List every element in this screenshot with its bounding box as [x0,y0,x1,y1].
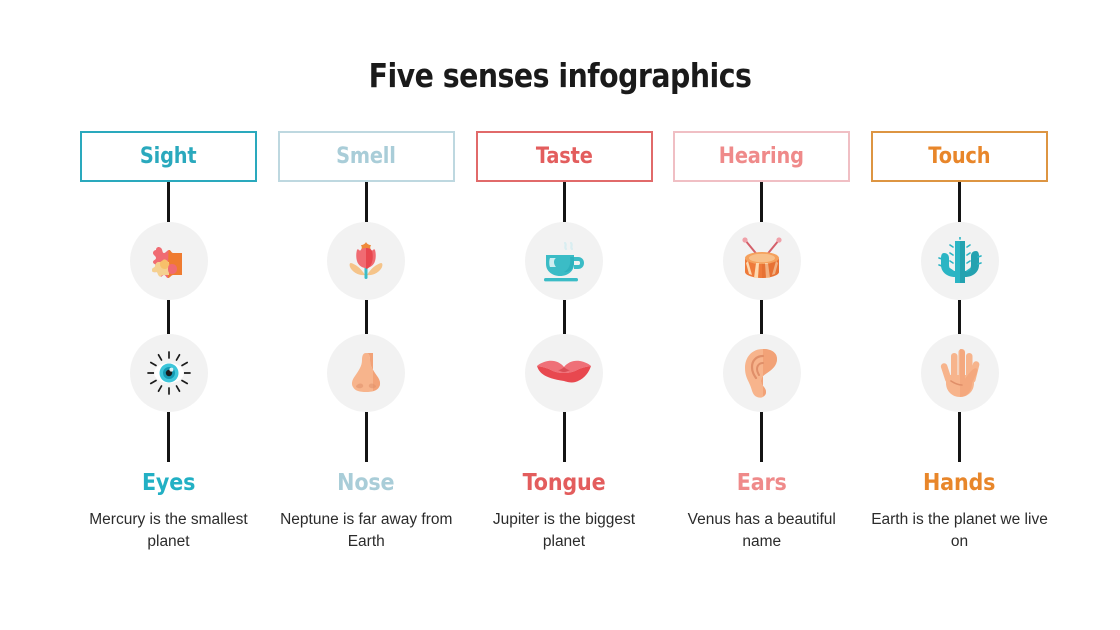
sense-label-eyes: Eyes [141,470,196,496]
header-box-touch[interactable]: Touch [871,131,1048,182]
header-box-smell[interactable]: Smell [277,131,455,182]
header-box-taste[interactable]: Taste [475,131,653,182]
connector-line [760,182,764,222]
cactus-icon [937,237,983,285]
connector-line [760,300,764,334]
eye-icon [143,347,195,399]
header-label-taste: Taste [535,144,593,169]
icon-circle-bottom-touch[interactable] [920,334,999,412]
sense-column-sight: Sight [80,131,257,553]
sense-description-tongue: Jupiter is the biggest planet [492,511,636,550]
ear-icon [741,347,783,399]
icon-circle-bottom-taste[interactable] [525,334,603,412]
connector-line [562,182,566,222]
connector-line [562,412,566,462]
icon-circle-bottom-sight[interactable] [129,334,208,412]
sense-label-ears: Ears [736,470,787,496]
sense-label-nose: Nose [337,470,395,496]
connector-line [167,412,170,462]
header-label-touch: Touch [928,144,991,169]
icon-circle-top-smell[interactable] [327,222,406,300]
connector-line [364,182,368,222]
palette-icon [146,238,192,284]
header-label-smell: Smell [336,144,397,169]
nose-icon [344,349,388,397]
header-label-sight: Sight [140,144,197,169]
icon-circle-top-hearing[interactable] [722,222,801,300]
sense-column-hearing: Hearing [673,131,851,553]
connector-line [958,182,961,222]
connector-line [562,300,566,334]
header-label-hearing: Hearing [719,144,805,169]
icon-circle-top-sight[interactable] [129,222,208,300]
coffee-cup-icon [539,238,589,284]
sense-description-ears: Venus has a beautiful name [687,511,836,550]
connector-line [958,300,961,334]
icon-circle-top-touch[interactable] [920,222,999,300]
sense-description-nose: Neptune is far away from Earth [280,511,453,550]
connector-line [364,412,368,462]
hand-icon [937,347,983,399]
lips-icon [537,358,591,388]
connector-line [958,412,961,462]
header-box-hearing[interactable]: Hearing [673,131,851,182]
sense-column-taste: Taste [475,131,653,553]
connector-line [364,300,368,334]
icon-circle-top-taste[interactable] [525,222,603,300]
sense-description-eyes: Mercury is the smallest planet [89,511,248,550]
connector-line [167,182,170,222]
drum-icon [737,237,787,285]
header-box-sight[interactable]: Sight [80,131,257,182]
connector-line [167,300,170,334]
sense-label-tongue: Tongue [522,470,606,496]
sense-column-smell: Smell [277,131,455,553]
connector-line [760,412,764,462]
sense-description-hands: Earth is the planet we live on [871,511,1048,550]
icon-circle-bottom-hearing[interactable] [722,334,801,412]
page-title: Five senses infographics [368,56,752,95]
sense-column-touch: Touch [871,131,1048,553]
sense-label-hands: Hands [923,470,996,496]
icon-circle-bottom-smell[interactable] [327,334,406,412]
tulip-icon [343,237,389,285]
senses-columns: Sight [80,131,1048,553]
